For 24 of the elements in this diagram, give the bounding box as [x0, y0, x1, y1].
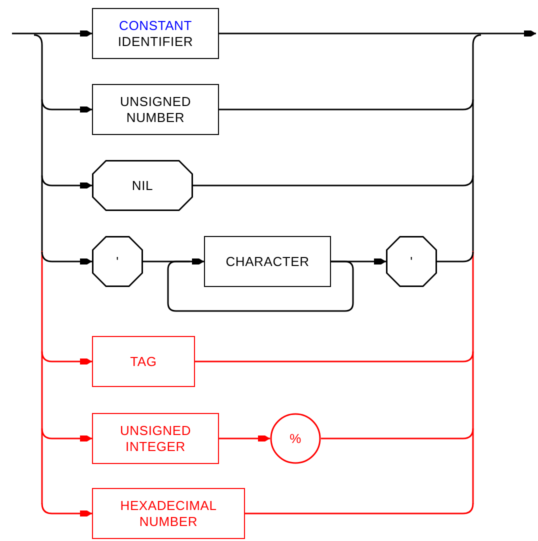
symbol-label: CONSTANT — [119, 18, 192, 34]
connector-line — [167, 260, 354, 312]
nonterminal-box — [92, 8, 219, 59]
nonterminal-box — [92, 84, 219, 135]
connector-line — [321, 428, 474, 440]
connector-line — [195, 351, 474, 362]
symbol-label: NIL — [132, 178, 154, 194]
connector-line — [437, 251, 474, 262]
symbol-label: ' — [116, 254, 119, 270]
symbol-label: TAG — [130, 354, 157, 370]
connector-line — [219, 99, 474, 110]
nonterminal-box — [204, 236, 331, 287]
nonterminal-box — [92, 336, 195, 387]
symbol-label: % — [290, 430, 302, 446]
symbol-label: UNSIGNED INTEGER — [118, 422, 192, 454]
symbol-label: IDENTIFIER — [118, 34, 194, 50]
symbol-label: HEXADECIMAL NUMBER — [119, 498, 218, 530]
symbol-label: ' — [410, 254, 413, 270]
connector-line — [245, 503, 474, 514]
nonterminal-box — [92, 413, 219, 464]
connector-line — [193, 175, 474, 186]
symbol-label: UNSIGNED NUMBER — [118, 94, 192, 126]
nonterminal-box — [92, 488, 245, 539]
symbol-label: CHARACTER — [226, 254, 310, 270]
